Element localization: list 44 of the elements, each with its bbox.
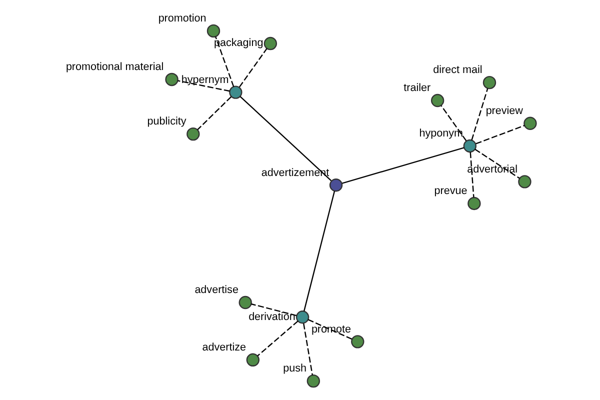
connector [470, 152, 474, 198]
node-label: push [283, 362, 307, 375]
node-label: advertize [202, 342, 246, 354]
node-label: trailer [404, 82, 431, 94]
node-circle [351, 335, 364, 348]
node-circle [229, 86, 242, 99]
node-circle [296, 310, 310, 324]
node-label: promotion [158, 12, 206, 25]
node-circle [482, 76, 496, 90]
connector [476, 124, 525, 144]
node-circle [206, 24, 220, 38]
node-circle [306, 374, 320, 388]
node-label: publicity [147, 116, 186, 128]
node-circle [524, 116, 537, 130]
node-circle [329, 178, 343, 192]
connector [257, 320, 298, 356]
node-circle [468, 196, 481, 210]
connector [215, 36, 234, 87]
node-label: advertise [194, 284, 238, 296]
node-circle [186, 127, 200, 141]
node-circle [264, 36, 278, 50]
node-circle [430, 94, 444, 108]
node-label: promotional material [66, 61, 164, 74]
node-label: hypernym [181, 74, 229, 86]
connector [178, 80, 230, 92]
node-circle [238, 296, 252, 310]
node-label: prevue [434, 185, 468, 198]
connector [251, 303, 297, 316]
node-label: derivation [248, 310, 296, 323]
connector [471, 88, 488, 140]
node-label: hyponym [419, 128, 463, 140]
node-circle [463, 139, 476, 153]
connector [304, 190, 336, 312]
node-label: preview [486, 105, 523, 118]
node-circle [165, 72, 178, 86]
connector [238, 48, 268, 88]
connector [303, 323, 313, 376]
connector [342, 147, 464, 184]
node-circle [246, 353, 260, 367]
connector [197, 96, 232, 130]
node-circle [518, 175, 532, 188]
connector [440, 105, 467, 142]
node-label: direct mail [433, 64, 482, 76]
connector [240, 96, 332, 182]
